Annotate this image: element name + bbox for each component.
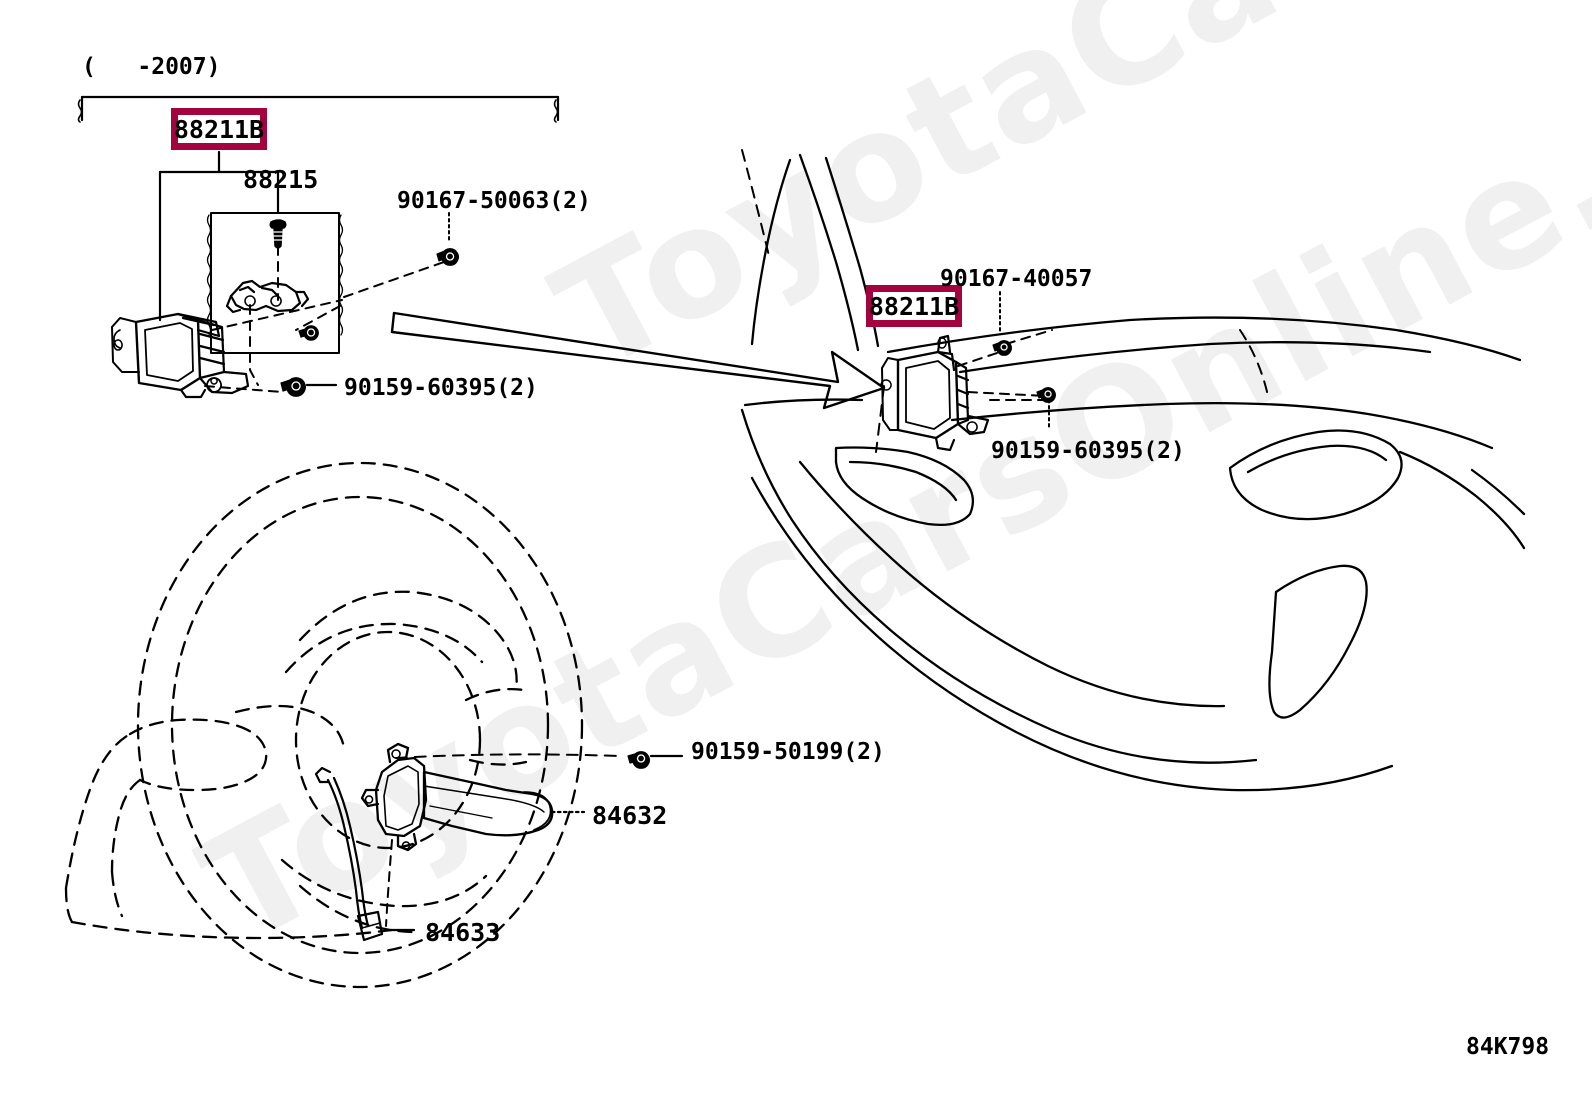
bolt-glyph-90159-60395-left: [280, 377, 306, 397]
callout-88211B-right[interactable]: 88211B: [866, 285, 962, 327]
callout-84632[interactable]: 84632: [592, 801, 668, 830]
screw-glyph-bracket-top: [269, 219, 287, 249]
callout-88211B-left[interactable]: 88211B: [171, 108, 267, 150]
bolt-glyph-90159-60395-right: [1036, 387, 1056, 403]
steering-wheel-outline: [136, 461, 584, 989]
cruise-control-wire: [314, 766, 384, 942]
screw-glyph-bracket-bottom: [298, 325, 319, 341]
bracket-subassembly-box: [206, 212, 344, 354]
bolt-glyph-90167-50063: [436, 248, 459, 266]
bolt-to-stalk-dashed: [395, 753, 621, 759]
diagram-code: 84K798: [1466, 1034, 1550, 1060]
car-phantom-lines: [741, 149, 1269, 453]
year-group-bracket: [77, 95, 560, 123]
radar-bracket-part: [225, 279, 310, 314]
car-front-end-outline: [740, 153, 1526, 792]
callout-90159-50199[interactable]: 90159-50199(2): [691, 739, 885, 765]
callout-90159-60395-left[interactable]: 90159-60395(2): [344, 375, 538, 401]
callout-84633[interactable]: 84633: [425, 918, 501, 947]
bolt-glyph-90167-40057: [992, 340, 1012, 356]
callout-tree-left: [158, 150, 280, 322]
callout-label: 88211B: [173, 114, 265, 144]
radar-sensor-module-right: [880, 334, 990, 452]
callout-90167-40057[interactable]: 90167-40057: [940, 266, 1093, 292]
year-group-label: ( -2007): [82, 54, 221, 80]
installation-arrow: [390, 311, 886, 410]
callout-label: 88211B: [868, 291, 960, 321]
assembly-dashed-lines: [204, 245, 445, 393]
right-sensor-dashed: [957, 329, 1053, 401]
stalk-to-connector-dashed: [385, 839, 393, 927]
bolt-glyph-90159-50199: [627, 751, 650, 769]
callout-88215[interactable]: 88215: [243, 165, 319, 194]
cruise-control-stalk: [360, 742, 554, 852]
callout-90159-60395-right[interactable]: 90159-60395(2): [991, 438, 1185, 464]
radar-sensor-module-left: [111, 312, 250, 399]
callout-90167-50063[interactable]: 90167-50063(2): [397, 188, 591, 214]
dashboard-panel: [64, 718, 394, 940]
